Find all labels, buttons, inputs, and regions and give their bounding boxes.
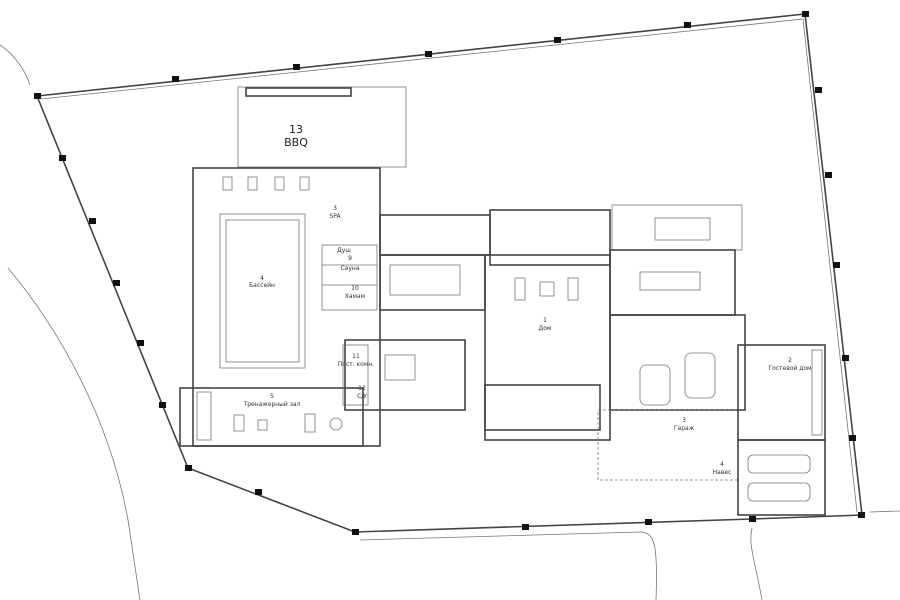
carport-number: 4 [720,461,724,468]
pool-water [225,219,300,363]
pool-number: 4 [260,275,264,282]
carport-label: Навес [713,469,732,476]
garage-label: Гараж [674,425,695,432]
pool-outline [219,213,306,369]
gym-label: Тренажерный зал [243,401,301,408]
shower-label: Душ [337,247,351,254]
hammam-number: 10 [351,285,359,292]
sauna-number: 9 [348,255,352,262]
house-label: Дом [539,325,552,332]
wc-number: 12 [358,385,366,392]
pool-label: Бассейн [249,282,275,289]
garage-area: 2 Гостевой дом 3 Гараж 4 Навес [597,344,826,516]
gym-number: 5 [270,393,274,400]
guest-label: Гостевой дом [768,365,811,372]
guest-number: 2 [788,357,792,364]
laundry-number: 11 [352,353,360,360]
hammam-label: Хамам [345,293,366,300]
spa-number: 3 [333,205,337,212]
sauna-label: Сауна [340,265,359,272]
garage-number: 3 [682,417,686,424]
house-number: 1 [543,317,547,324]
laundry-label: Пост. комн. [338,361,375,368]
bbq-number: 13 [289,123,303,136]
wc-label: С/У [357,393,367,400]
bbq-pavilion: 13 BBQ [237,86,407,168]
spa-building: 3 SPA 4 Бассейн 9 Сауна 10 Хамам Душ 11 … [179,167,381,447]
fence-posts [34,11,865,535]
road-lines [0,44,900,600]
bbq-label: BBQ [284,136,308,149]
spa-label: SPA [329,213,341,220]
main-house: 1 Дом [344,204,746,441]
